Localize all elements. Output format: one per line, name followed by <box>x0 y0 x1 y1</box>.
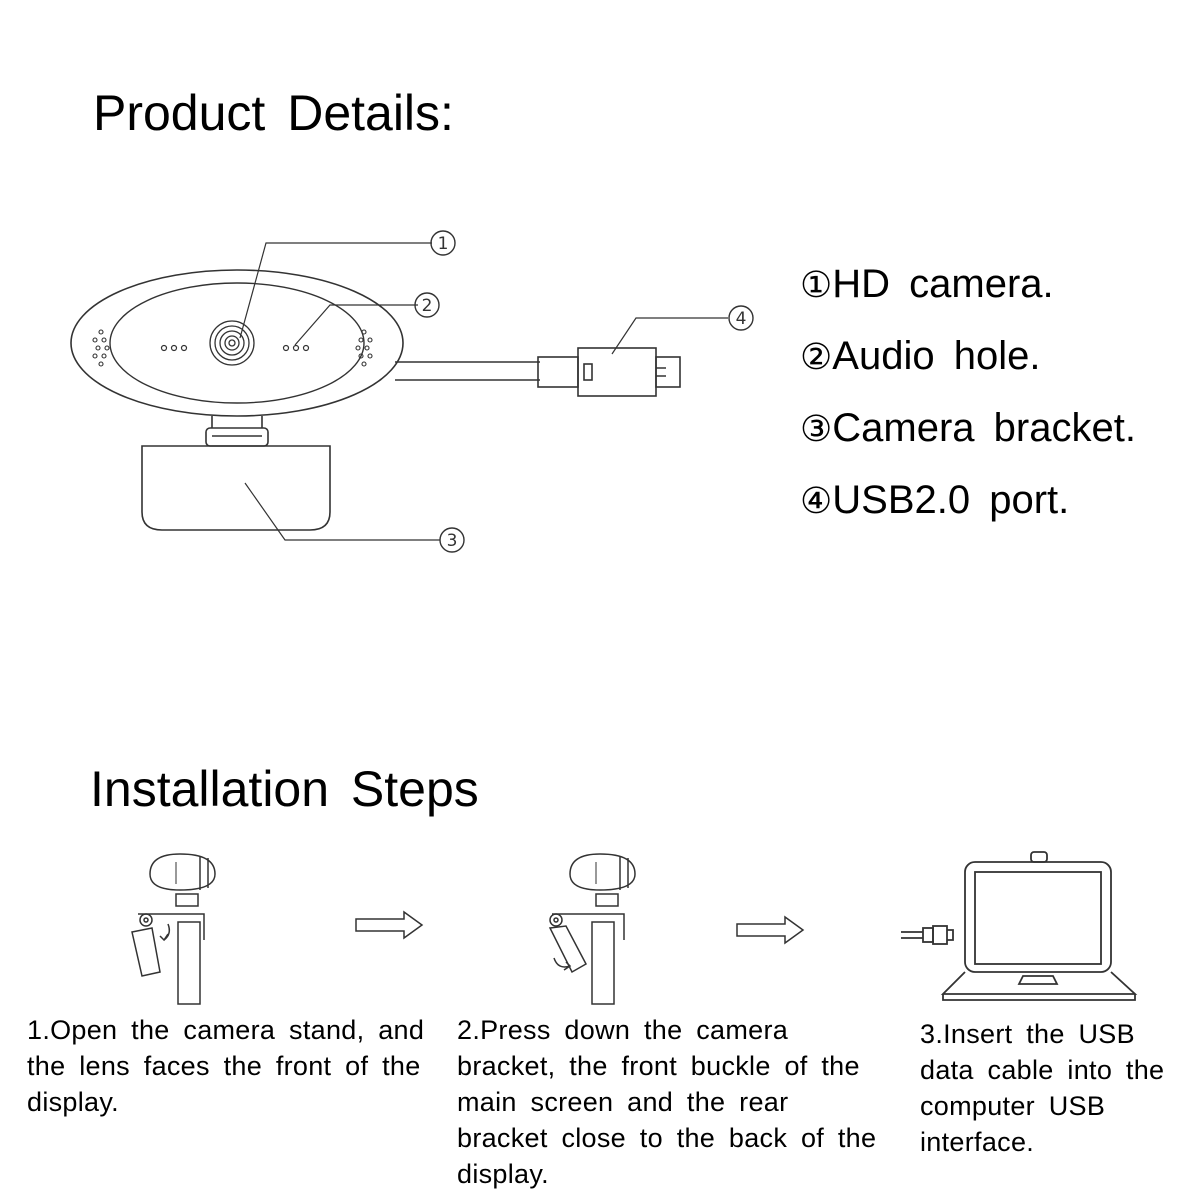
webcam-on-laptop <box>1030 851 1048 863</box>
step3-illustration <box>901 851 1138 1001</box>
leader-line-3 <box>244 482 440 541</box>
callout-4-circle <box>728 305 754 331</box>
camera-housing <box>70 269 404 417</box>
bracket-pressed <box>548 925 588 974</box>
speaker-grill-right <box>355 329 373 367</box>
step-arrow-2 <box>736 915 805 945</box>
legend-item-camera-bracket: ③Camera bracket. <box>800 406 1136 450</box>
hinge <box>205 416 269 447</box>
callout-2-number: 2 <box>422 296 433 316</box>
step-arrow-1 <box>355 910 424 940</box>
step2-illustration <box>548 853 636 1005</box>
callout-3-number: 3 <box>447 531 458 551</box>
camera-head <box>569 853 636 891</box>
product-details-title: Product Details: <box>93 85 454 141</box>
leader-line-2 <box>294 304 418 346</box>
laptop-screen <box>964 861 1112 973</box>
step-3-text: 3.Insert the USB data cable into the com… <box>920 1019 1165 1157</box>
laptop-touchpad <box>1017 975 1059 985</box>
speaker-grill-left <box>92 329 110 367</box>
callout-legend: ①HD camera. ②Audio hole. ③Camera bracket… <box>800 256 1136 544</box>
legend-item-usb-port: ④USB2.0 port. <box>800 478 1070 522</box>
monitor-edge <box>591 921 615 1005</box>
callout-1-circle <box>430 230 456 256</box>
camera-bracket <box>141 445 331 531</box>
usb-plug-tip <box>655 356 681 388</box>
bracket-open <box>131 927 161 977</box>
monitor-clip <box>138 913 205 940</box>
webcam-diagram: 1 2 3 4 <box>70 230 754 553</box>
monitor-clip <box>552 913 625 940</box>
callout-1-number: 1 <box>438 234 449 254</box>
leader-line-4 <box>611 317 728 355</box>
laptop-display <box>974 871 1102 965</box>
usb-strain-relief <box>537 356 579 388</box>
audio-hole-dots <box>160 344 310 352</box>
legend-item-hd-camera: ①HD camera. <box>800 262 1054 306</box>
usb-connector-body <box>577 347 657 397</box>
callout-2-circle <box>414 292 440 318</box>
step-2-text: 2.Press down the camera bracket, the fro… <box>457 1015 877 1189</box>
installation-steps-title: Installation Steps <box>90 761 479 817</box>
leader-line-1 <box>239 242 432 339</box>
step-1-text: 1.Open the camera stand, and the lens fa… <box>27 1015 425 1117</box>
camera-face <box>109 282 365 404</box>
callout-3-circle <box>439 527 465 553</box>
monitor-edge <box>177 921 201 1005</box>
step1-illustration <box>131 853 216 1005</box>
usb-cable <box>395 361 540 381</box>
legend-item-audio-hole: ②Audio hole. <box>800 334 1041 378</box>
camera-head <box>149 853 216 891</box>
callout-4-number: 4 <box>736 309 747 329</box>
usb-cable <box>901 931 923 939</box>
laptop-keyboard <box>940 971 1138 995</box>
lens <box>209 320 255 366</box>
